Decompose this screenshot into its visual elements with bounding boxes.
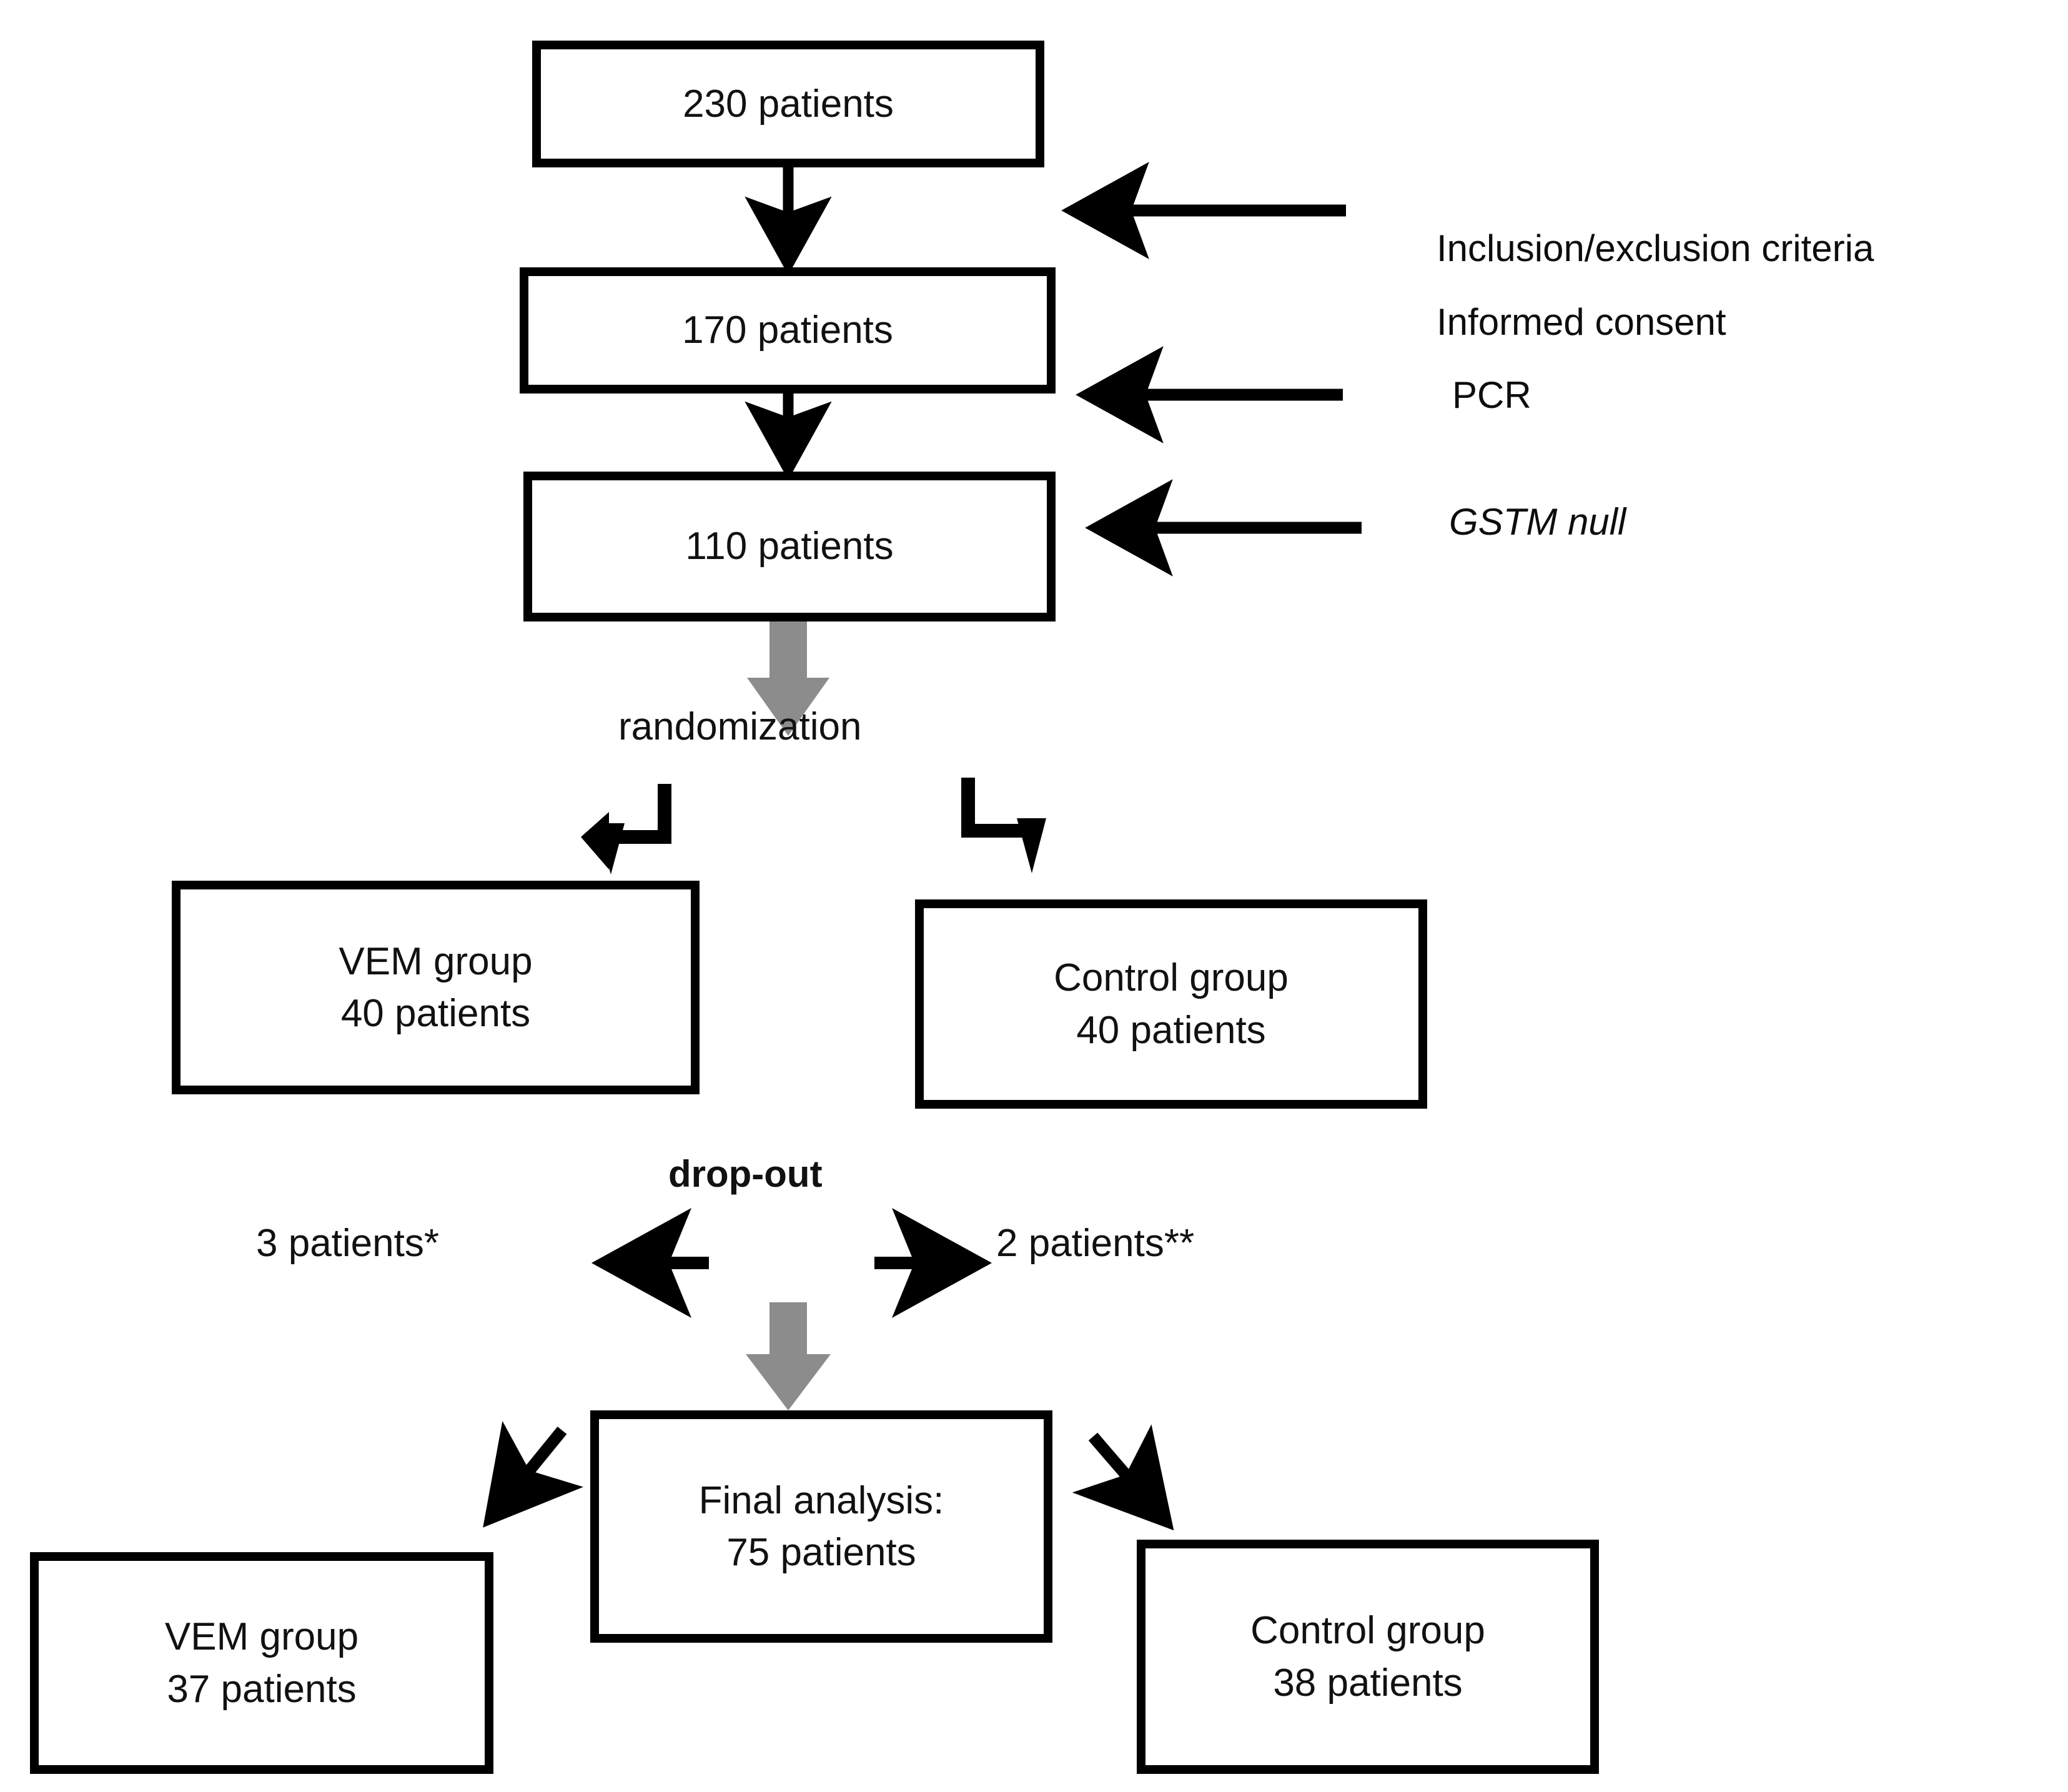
node-label: 170 patients xyxy=(682,309,893,352)
node-label-count: 37 patients xyxy=(167,1667,357,1711)
note-informed-consent: Informed consent xyxy=(1437,301,1726,343)
branch-arrow-left-vem xyxy=(581,784,671,874)
arrow-final-to-control38 xyxy=(1072,1424,1174,1531)
node-label-count: 40 patients xyxy=(340,992,531,1035)
node-label-count: 75 patients xyxy=(726,1531,916,1574)
node-control-group-38[interactable]: Control group 38 patients xyxy=(1137,1540,1599,1774)
note-pcr: PCR xyxy=(1452,374,1531,416)
node-label: 230 patients xyxy=(683,82,894,126)
note-gstm-null: GSTM null xyxy=(1449,501,1626,543)
node-110-patients[interactable]: 110 patients xyxy=(523,472,1056,621)
label-dropout-right-count: 2 patients** xyxy=(996,1222,1195,1265)
node-230-patients[interactable]: 230 patients xyxy=(532,41,1044,167)
node-vem-group-37[interactable]: VEM group 37 patients xyxy=(30,1552,493,1774)
node-label-count: 40 patients xyxy=(1076,1008,1266,1052)
label-dropout-left-count: 3 patients* xyxy=(256,1222,439,1265)
node-label: 110 patients xyxy=(685,525,894,568)
node-label-title: Final analysis: xyxy=(698,1478,944,1522)
arrow-final-to-vem37 xyxy=(483,1420,584,1528)
node-label-count: 38 patients xyxy=(1273,1661,1463,1705)
node-vem-group-40[interactable]: VEM group 40 patients xyxy=(172,881,700,1094)
node-170-patients[interactable]: 170 patients xyxy=(520,267,1056,394)
node-label-title: Control group xyxy=(1250,1609,1485,1653)
node-control-group-40[interactable]: Control group 40 patients xyxy=(915,899,1427,1109)
node-label-title: VEM group xyxy=(339,939,533,983)
label-randomization: randomization xyxy=(618,705,862,748)
node-final-analysis-75[interactable]: Final analysis: 75 patients xyxy=(590,1410,1052,1643)
note-inclusion-exclusion-criteria: Inclusion/exclusion criteria xyxy=(1437,227,1874,269)
node-label-title: VEM group xyxy=(164,1615,359,1659)
branch-arrow-right-control xyxy=(961,778,1046,873)
label-drop-out: drop-out xyxy=(668,1153,823,1195)
gray-arrow-final-analysis xyxy=(746,1302,831,1410)
node-label-title: Control group xyxy=(1054,956,1289,1000)
